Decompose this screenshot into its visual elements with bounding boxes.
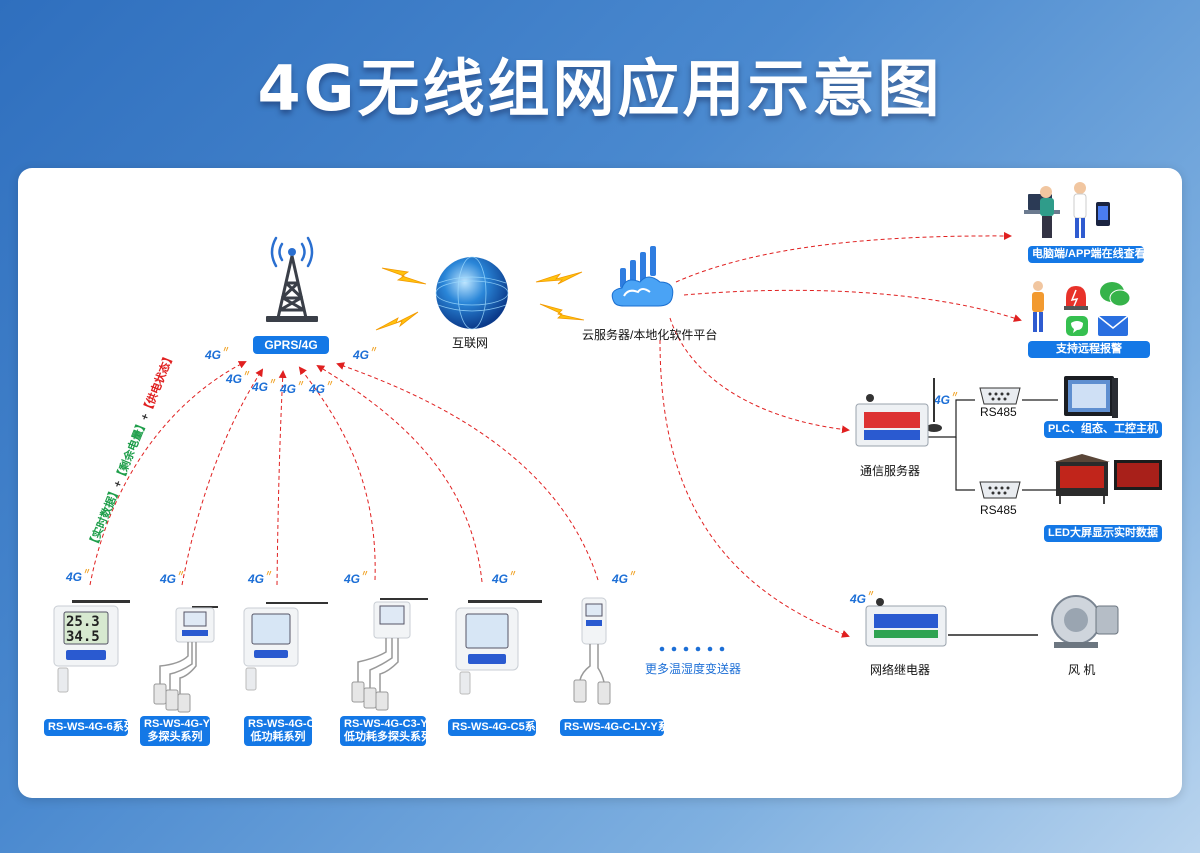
device-rs-ws-4g-6 [52,598,132,698]
device-4-sub: 低功耗多探头系列 [344,731,432,743]
signal-4g-icon: 4G〃 [492,569,518,586]
device-label-1: RS-WS-4G-6系列 [44,719,135,736]
tower-label: GPRS/4G [253,336,329,354]
network-relay-icon [864,596,948,650]
cloud-to-server-arrow [669,317,850,434]
signal-4g-label: 4G [66,570,83,584]
fan-label: 风 机 [1068,663,1096,677]
rs485-label-b: RS485 [980,503,1017,517]
signal-4g-icon: 4G〃 [612,569,638,586]
internet-label: 互联网 [452,336,489,350]
device-rs-ws-4g-c-ly-y [572,596,616,706]
device-4-name: RS-WS-4G-C3-Y [344,718,428,730]
tower-icon [258,228,326,328]
online-view-people-icon [1020,180,1120,244]
cloud-to-view-arrow [675,231,1012,283]
device-label-5: RS-WS-4G-C5系列 [448,719,547,736]
device-rs-ws-4g-c3 [242,598,332,694]
signal-4g-icon: 4G〃 [205,345,231,362]
signal-4g-icon: 4G〃 [66,567,92,584]
led-label: LED大屏显示实时数据 [1044,525,1162,542]
comm-server-icon [854,376,950,456]
signal-4g-icon: 4G〃 [160,569,186,586]
device-1-screen: 25.3 34.5 [66,615,100,645]
device-rs-ws-4g-c5 [454,598,546,698]
signal-4g-label: 4G [612,572,629,586]
signal-4g-icon: 4G〃 [252,377,278,394]
wired-links [928,399,1058,491]
signal-4g-label: 4G [252,380,269,394]
signal-4g-label: 4G [850,592,867,606]
uplink-arrow-5 [316,364,483,583]
uplink-arrow-6 [336,362,599,581]
view-online-label: 电脑端/APP端在线查看 [1028,246,1146,263]
more-dots [659,646,725,652]
signal-4g-icon: 4G〃 [280,379,306,396]
uplink-arrow-4 [298,366,376,581]
fan-blower-icon [1044,592,1122,652]
rs485-port-icon [978,480,1022,500]
signal-4g-icon: 4G〃 [344,569,370,586]
uplink-arrow-3 [276,370,287,586]
relay-label: 网络继电器 [870,663,931,677]
signal-4g-label: 4G [934,393,951,407]
internet-globe-icon [432,253,512,333]
cloud-server-icon [604,244,684,314]
remote-alarm-icons [1024,276,1134,340]
page-title: 4G无线组网应用示意图 [257,52,943,125]
cloud-to-relay-arrow [659,339,850,638]
signal-4g-label: 4G [309,382,326,396]
signal-4g-icon: 4G〃 [353,345,379,362]
signal-4g-icon: 4G〃 [226,369,252,386]
signal-4g-icon: 4G〃 [309,379,335,396]
plc-monitor-icon [1062,374,1120,422]
remote-alarm-label: 支持远程报警 [1028,341,1150,358]
uplink-arrow-2 [181,368,264,586]
signal-4g-label: 4G [205,348,222,362]
cloud-label: 云服务器/本地化软件平台 [582,328,718,342]
rs485-port-icon [978,386,1022,406]
signal-4g-label: 4G [353,348,370,362]
lightning-bolts [375,267,585,331]
device-2-name: RS-WS-4G-Y [144,718,210,730]
device-label-6: RS-WS-4G-C-LY-Y系列 [560,719,680,736]
signal-4g-icon: 4G〃 [850,589,876,606]
device-label-4: RS-WS-4G-C3-Y 低功耗多探头系列 [340,716,432,746]
signal-4g-label: 4G [344,572,361,586]
plc-label: PLC、组态、工控主机 [1044,421,1162,438]
hum-reading: 34.5 [66,629,100,645]
signal-4g-label: 4G [492,572,509,586]
signal-4g-label: 4G [248,572,265,586]
led-display-icon [1050,452,1166,506]
device-3-sub: 低功耗系列 [250,731,306,743]
signal-4g-label: 4G [226,372,243,386]
device-rs-ws-4g-y [140,604,220,714]
comm-server-label: 通信服务器 [860,464,921,478]
signal-4g-icon: 4G〃 [934,390,960,407]
device-label-2: RS-WS-4G-Y 多探头系列 [140,716,210,746]
temp-reading: 25.3 [66,614,100,630]
device-rs-ws-4g-c3-y [340,596,430,714]
cloud-to-alarm-arrow [683,289,1022,322]
device-3-name: RS-WS-4G-C3 [248,718,321,730]
signal-4g-icon: 4G〃 [248,569,274,586]
device-2-sub: 多探头系列 [147,731,203,743]
signal-4g-label: 4G [160,572,177,586]
rs485-label-a: RS485 [980,405,1017,419]
device-label-3: RS-WS-4G-C3 低功耗系列 [244,716,321,746]
uplink-arrow-1 [89,361,247,586]
more-devices-label: 更多温湿度变送器 [645,662,742,676]
signal-4g-label: 4G [280,382,297,396]
